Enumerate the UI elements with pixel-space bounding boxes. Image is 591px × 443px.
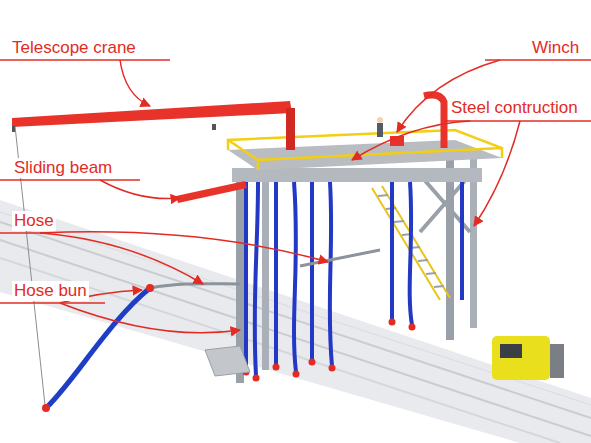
crane-hook bbox=[212, 124, 216, 130]
hose bbox=[310, 182, 314, 360]
steel-column bbox=[470, 158, 477, 328]
ground-platform bbox=[205, 346, 250, 376]
nozzle bbox=[273, 364, 280, 371]
vehicle bbox=[550, 344, 564, 378]
hose bbox=[330, 182, 332, 366]
hose bbox=[47, 288, 150, 407]
telescope-crane-arm bbox=[12, 101, 292, 127]
nozzle-group bbox=[243, 319, 416, 382]
leader-line bbox=[40, 233, 203, 284]
label-underline bbox=[0, 59, 170, 61]
leader-line bbox=[60, 303, 240, 333]
steel-column bbox=[262, 165, 269, 370]
worker bbox=[377, 117, 383, 123]
winch-crane bbox=[424, 95, 444, 148]
part-label: Hose bun bbox=[12, 281, 89, 301]
hose bbox=[274, 182, 278, 365]
nozzle bbox=[329, 365, 336, 372]
leader-line bbox=[352, 121, 470, 160]
hose-end bbox=[42, 404, 50, 412]
hose bbox=[255, 182, 258, 376]
hose bbox=[294, 182, 296, 372]
hose-bun bbox=[146, 284, 154, 292]
leader-line bbox=[120, 60, 150, 106]
leader-line bbox=[40, 232, 328, 262]
nozzle bbox=[293, 371, 300, 378]
part-label: Sliding beam bbox=[12, 158, 114, 178]
hose bbox=[244, 182, 248, 370]
nozzle bbox=[409, 324, 416, 331]
hose bbox=[410, 182, 412, 325]
pipe bbox=[150, 284, 240, 288]
steel-column bbox=[446, 160, 454, 340]
leader-group bbox=[0, 60, 591, 333]
crane-post bbox=[286, 108, 295, 150]
part-label: Winch bbox=[530, 38, 581, 58]
hose-group bbox=[246, 182, 462, 376]
crane-hook bbox=[12, 126, 15, 132]
label-underline bbox=[485, 59, 591, 61]
nozzle bbox=[389, 319, 396, 326]
label-underline bbox=[0, 302, 105, 304]
sliding-beam bbox=[176, 181, 247, 203]
leader-line bbox=[100, 180, 180, 199]
hose bbox=[460, 182, 464, 300]
steel-beam bbox=[232, 168, 482, 182]
part-label: Steel contruction bbox=[449, 98, 580, 118]
nozzle bbox=[309, 359, 316, 366]
vehicle bbox=[492, 336, 550, 380]
worker bbox=[377, 123, 383, 137]
vehicle-window bbox=[500, 344, 522, 358]
railing bbox=[228, 130, 502, 170]
label-underline bbox=[0, 179, 140, 181]
hose bbox=[390, 182, 394, 320]
nozzle bbox=[253, 375, 260, 382]
part-label: Telescope crane bbox=[10, 38, 138, 58]
part-label: Hose bbox=[12, 211, 56, 231]
leader-line bbox=[474, 121, 520, 226]
